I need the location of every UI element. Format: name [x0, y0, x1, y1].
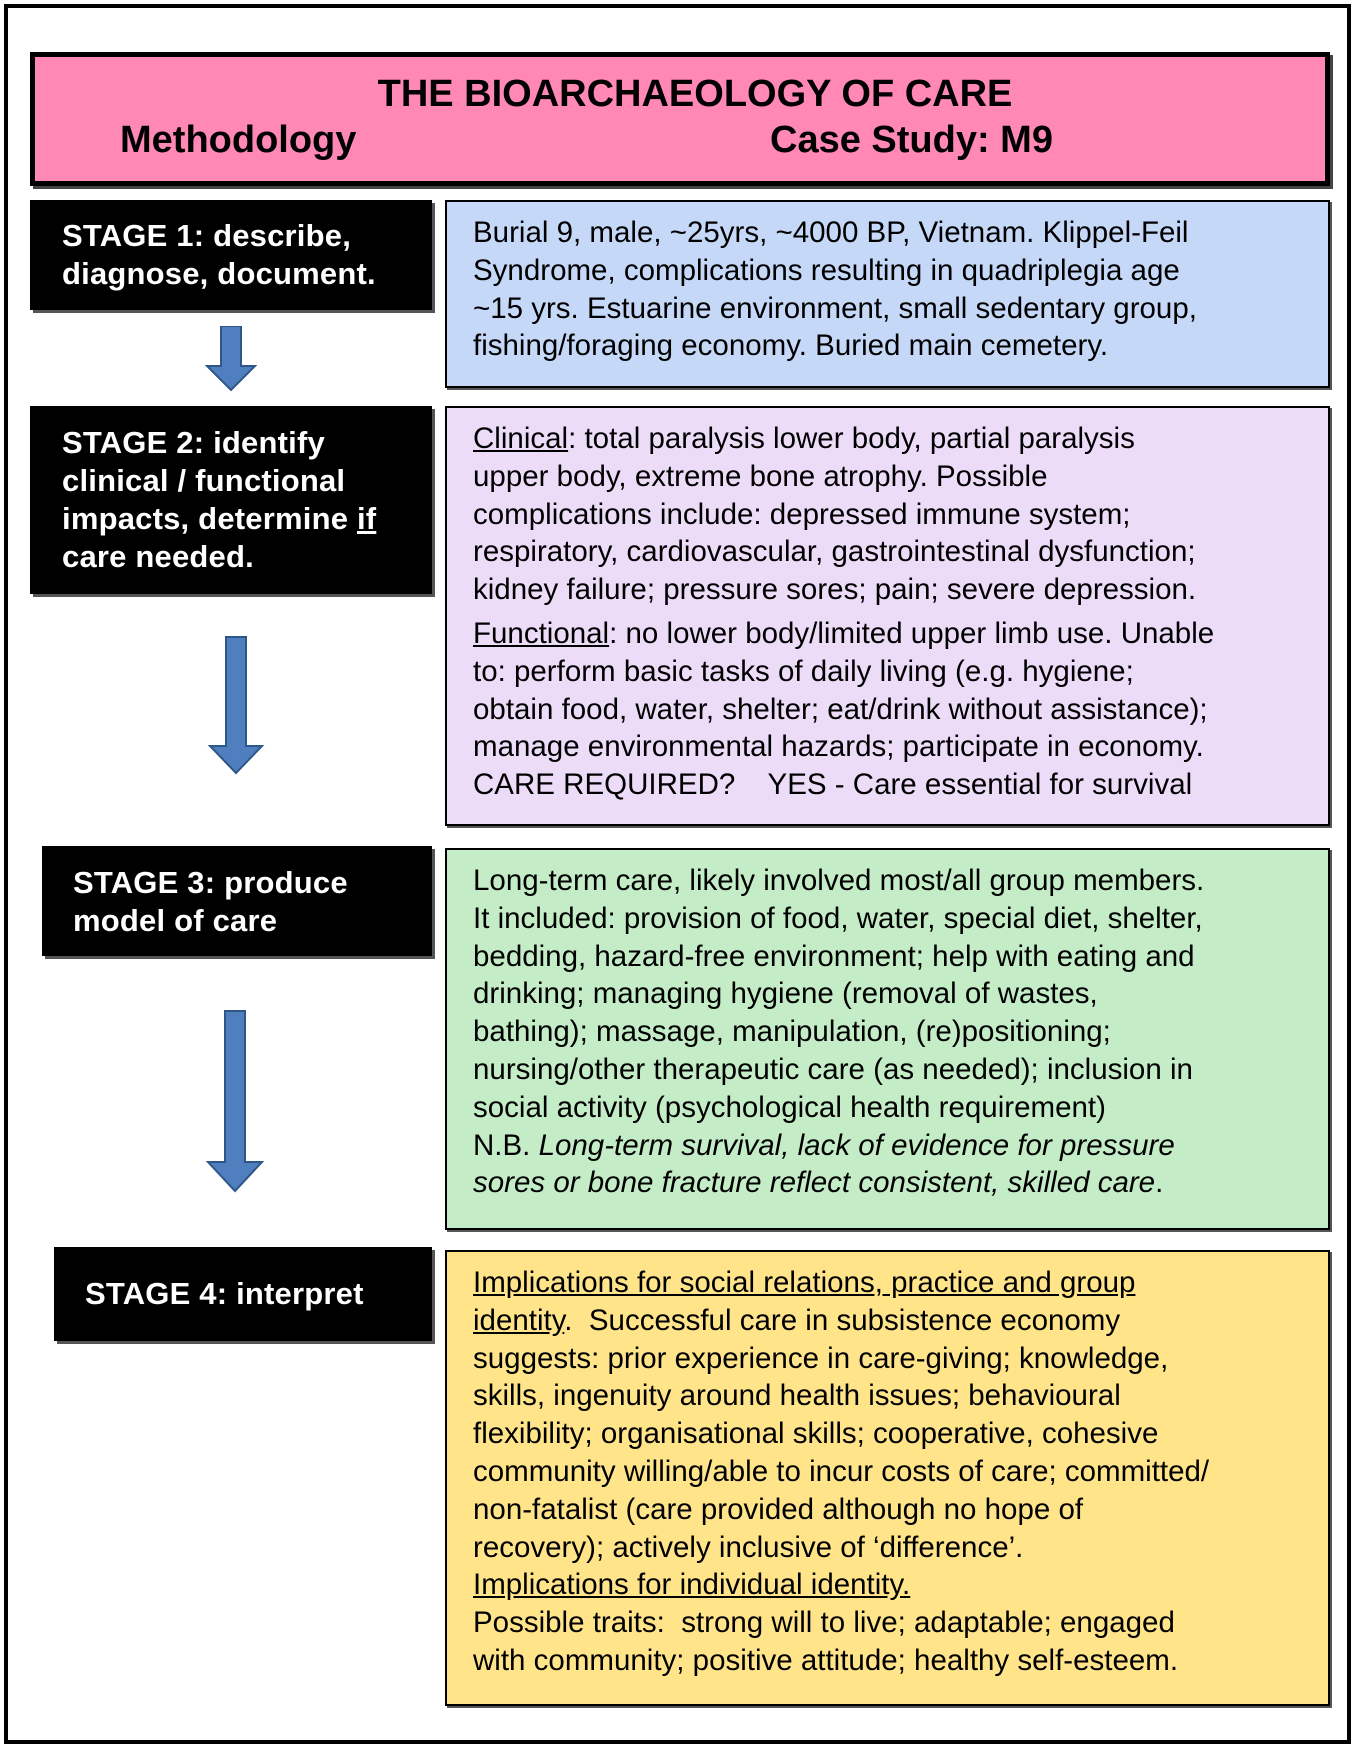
social-text-line: community willing/able to incur costs of…: [473, 1454, 1210, 1488]
model-text-line: nursing/other therapeutic care (as neede…: [473, 1052, 1193, 1086]
stage-2-line-3-text: impacts, determine: [62, 501, 357, 536]
clinical-text-line: complications include: depressed immune …: [473, 497, 1131, 531]
nb-prefix: N.B.: [473, 1128, 539, 1162]
individual-text-line: Possible traits: strong will to live; ad…: [473, 1606, 1175, 1640]
social-heading-line-1: Implications for social relations, pract…: [473, 1266, 1136, 1299]
functional-text-line: manage environmental hazards; participat…: [473, 730, 1204, 764]
model-text-line: It included: provision of food, water, s…: [473, 901, 1203, 935]
individual-text-line: with community; positive attitude; healt…: [473, 1643, 1179, 1677]
model-text-line: Long-term care, likely involved most/all…: [473, 864, 1205, 897]
clinical-line: Clinical: total paralysis lower body, pa…: [473, 420, 1308, 458]
social-text-line: skills, ingenuity around health issues; …: [473, 1379, 1121, 1413]
stage-4-line-1: STAGE 4: interpret: [85, 1276, 364, 1311]
stage-1-line-2: diagnose, document.: [62, 256, 376, 291]
clinical-label: Clinical: [473, 422, 569, 455]
social-heading-line-2: identity. Successful care in subsistence…: [473, 1302, 1308, 1340]
title-banner: THE BIOARCHAEOLOGY OF CARE Methodology C…: [30, 52, 1330, 186]
individual-heading: Implications for individual identity.: [473, 1568, 911, 1602]
stage-3-model-box: Long-term care, likely involved most/all…: [445, 848, 1330, 1230]
stage-2-line-2: clinical / functional: [62, 463, 346, 498]
social-text-line: non-fatalist (care provided although no …: [473, 1492, 1084, 1526]
arrow-stage3-to-stage4: [205, 1010, 265, 1193]
stage-1-text-line: ~15 yrs. Estuarine environment, small se…: [473, 291, 1197, 325]
functional-line-1-text: : no lower body/limited upper limb use. …: [609, 616, 1215, 650]
nb-italic-1: Long-term survival, lack of evidence for…: [538, 1128, 1175, 1162]
stage-1-text-line: Syndrome, complications resulting in qua…: [473, 253, 1180, 287]
arrow-stage1-to-stage2: [205, 326, 257, 392]
stage-4-interpretation-box: Implications for social relations, pract…: [445, 1250, 1330, 1706]
stage-3-label: STAGE 3: produce model of care: [42, 846, 432, 956]
stage-2-if: if: [356, 501, 377, 536]
arrow-stage2-to-stage3: [207, 636, 265, 775]
stage-1-text-line: fishing/foraging economy. Buried main ce…: [473, 329, 1109, 363]
nb-end: .: [1155, 1166, 1164, 1200]
stage-2-line-3: impacts, determine if: [62, 500, 432, 538]
clinical-text-line: kidney failure; pressure sores; pain; se…: [473, 573, 1197, 607]
model-text-line: bathing); massage, manipulation, (re)pos…: [473, 1015, 1111, 1049]
methodology-heading: Methodology: [120, 119, 357, 161]
clinical-text-line: upper body, extreme bone atrophy. Possib…: [473, 459, 1048, 493]
model-text-line: bedding, hazard-free environment; help w…: [473, 939, 1195, 973]
stage-1-text-line: Burial 9, male, ~25yrs, ~4000 BP, Vietna…: [473, 216, 1189, 249]
social-text-line: flexibility; organisational skills; coop…: [473, 1417, 1159, 1451]
page-frame: [4, 4, 1351, 1744]
functional-text-line: to: perform basic tasks of daily living …: [473, 654, 1134, 688]
stage-1-label: STAGE 1: describe, diagnose, document.: [30, 200, 432, 310]
stage-3-line-2: model of care: [73, 903, 278, 938]
functional-label: Functional: [473, 616, 610, 650]
functional-line: Functional: no lower body/limited upper …: [473, 615, 1308, 653]
social-line-1-rest: . Successful care in subsistence economy: [564, 1303, 1121, 1337]
model-text-line: drinking; managing hygiene (removal of w…: [473, 977, 1098, 1011]
nb-italic-2: sores or bone fracture reflect consisten…: [473, 1166, 1156, 1200]
social-text-line: recovery); actively inclusive of ‘differ…: [473, 1530, 1024, 1564]
page-title: THE BIOARCHAEOLOGY OF CARE: [377, 73, 1013, 115]
stage-2-line-4: care needed.: [62, 539, 254, 574]
clinical-text-line: respiratory, cardiovascular, gastrointes…: [473, 535, 1196, 569]
care-required-line: CARE REQUIRED? YES - Care essential for …: [473, 768, 1193, 802]
stage-1-line-1: STAGE 1: describe,: [62, 218, 352, 253]
stage-2-impacts-box: Clinical: total paralysis lower body, pa…: [445, 406, 1330, 826]
stage-1-description-box: Burial 9, male, ~25yrs, ~4000 BP, Vietna…: [445, 200, 1330, 388]
clinical-line-1-text: : total paralysis lower body, partial pa…: [568, 422, 1135, 455]
nb-line-2: sores or bone fracture reflect consisten…: [473, 1164, 1308, 1202]
social-heading-identity: identity: [473, 1303, 565, 1337]
functional-text-line: obtain food, water, shelter; eat/drink w…: [473, 692, 1208, 726]
stage-4-label: STAGE 4: interpret: [54, 1247, 432, 1341]
nb-line-1: N.B. Long-term survival, lack of evidenc…: [473, 1127, 1308, 1165]
stage-3-line-1: STAGE 3: produce: [73, 865, 348, 900]
model-text-line: social activity (psychological health re…: [473, 1090, 1106, 1124]
stage-2-label: STAGE 2: identify clinical / functional …: [30, 406, 432, 594]
stage-2-line-1: STAGE 2: identify: [62, 425, 325, 460]
case-study-heading: Case Study: M9: [770, 119, 1053, 161]
social-text-line: suggests: prior experience in care-givin…: [473, 1341, 1169, 1375]
